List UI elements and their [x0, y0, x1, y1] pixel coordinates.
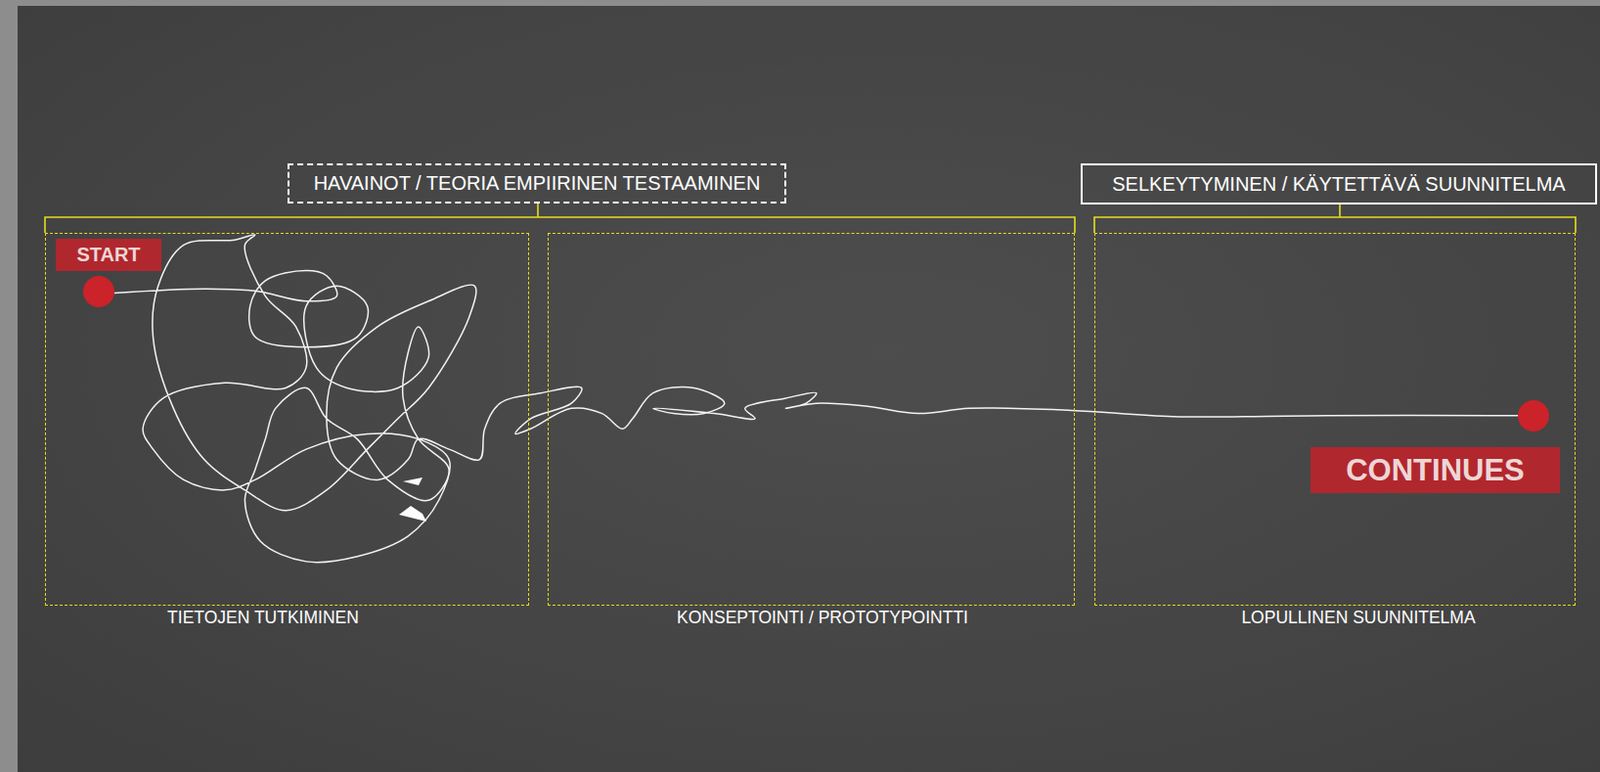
- start-tag: START: [55, 238, 162, 271]
- bracket: [44, 203, 1075, 233]
- end-dot: [1517, 400, 1550, 432]
- phase-label: LOPULLINEN SUUNNITELMA: [1241, 607, 1475, 628]
- heading-text: SELKEYTYMINEN / KÄYTETTÄVÄ SUUNNITELMA: [1111, 173, 1565, 196]
- tag-label: CONTINUES: [1345, 452, 1525, 489]
- phase-label: TIETOJEN TUTKIMINEN: [167, 607, 359, 628]
- phase-box: LOPULLINEN SUUNNITELMACONTINUES: [1094, 232, 1576, 606]
- phase-label: KONSEPTOINTI / PROTOTYPOINTTI: [676, 607, 969, 628]
- tag-label: START: [76, 243, 140, 267]
- process-line: [114, 234, 1521, 563]
- chalk-mark: [399, 505, 427, 522]
- bracket: [1094, 204, 1576, 233]
- phase-heading: SELKEYTYMINEN / KÄYTETTÄVÄ SUUNNITELMA: [1080, 163, 1598, 205]
- chalkboard: [17, 5, 1600, 772]
- phase-box: KONSEPTOINTI / PROTOTYPOINTTI: [547, 232, 1075, 606]
- phase-box: TIETOJEN TUTKIMINENSTART: [44, 232, 530, 606]
- process-line: [114, 234, 1521, 563]
- phase-heading: HAVAINOT / TEORIA EMPIIRINEN TESTAAMINEN: [287, 163, 787, 204]
- start-dot: [83, 275, 115, 308]
- heading-text: HAVAINOT / TEORIA EMPIIRINEN TESTAAMINEN: [313, 172, 761, 195]
- bracket: [44, 203, 1576, 233]
- chalk-mark: [402, 477, 423, 486]
- continues-tag: CONTINUES: [1310, 446, 1560, 493]
